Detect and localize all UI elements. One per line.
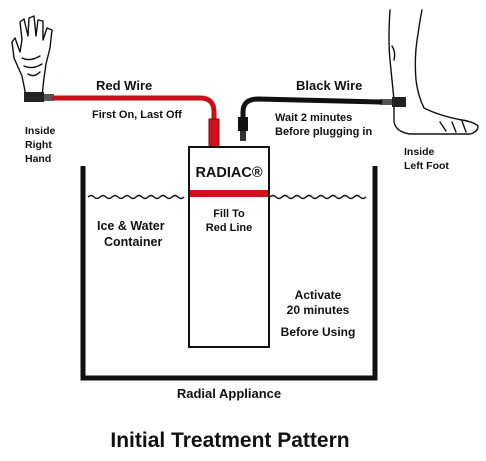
container-label-line2: Container: [104, 235, 162, 249]
hand-icon: [11, 15, 53, 97]
fill-label-line1: Fill To: [213, 208, 245, 220]
hand-label-line1: Inside: [25, 125, 56, 137]
diagram-title: Initial Treatment Pattern: [110, 429, 349, 452]
wrist-band: [24, 92, 54, 102]
radiac-device: [188, 146, 270, 348]
black-plug-tip: [240, 131, 246, 141]
foot-label-line2: Left Foot: [404, 160, 449, 172]
fill-red-line: [190, 190, 268, 197]
black-wire: [240, 96, 383, 121]
wait-label-line2: Before plugging in: [275, 126, 372, 138]
foot-icon: [388, 9, 479, 135]
ice-water-container: [80, 166, 378, 381]
activate-label-line2: 20 minutes: [287, 303, 350, 317]
ankle-band: [380, 97, 406, 107]
hand-label-line2: Right: [25, 139, 52, 151]
foot-label-line1: Inside: [404, 146, 435, 158]
red-plug: [208, 118, 220, 148]
red-wire: [51, 95, 217, 123]
activate-label-line3: Before Using: [281, 325, 356, 339]
black-plug: [238, 117, 248, 131]
red-wire-label: Red Wire: [96, 78, 152, 93]
hand-label-line3: Hand: [25, 153, 51, 165]
appliance-label: Radial Appliance: [177, 386, 281, 401]
fill-label-line2: Red Line: [206, 222, 252, 234]
water-line-right: [269, 194, 367, 200]
device-name: RADIAC®: [195, 165, 262, 181]
water-line-left: [87, 194, 185, 200]
first-on-label: First On, Last Off: [92, 109, 182, 121]
activate-label-line1: Activate: [295, 288, 342, 302]
wait-label-line1: Wait 2 minutes: [275, 112, 352, 124]
black-wire-label: Black Wire: [296, 78, 362, 93]
container-label-line1: Ice & Water: [97, 219, 165, 233]
